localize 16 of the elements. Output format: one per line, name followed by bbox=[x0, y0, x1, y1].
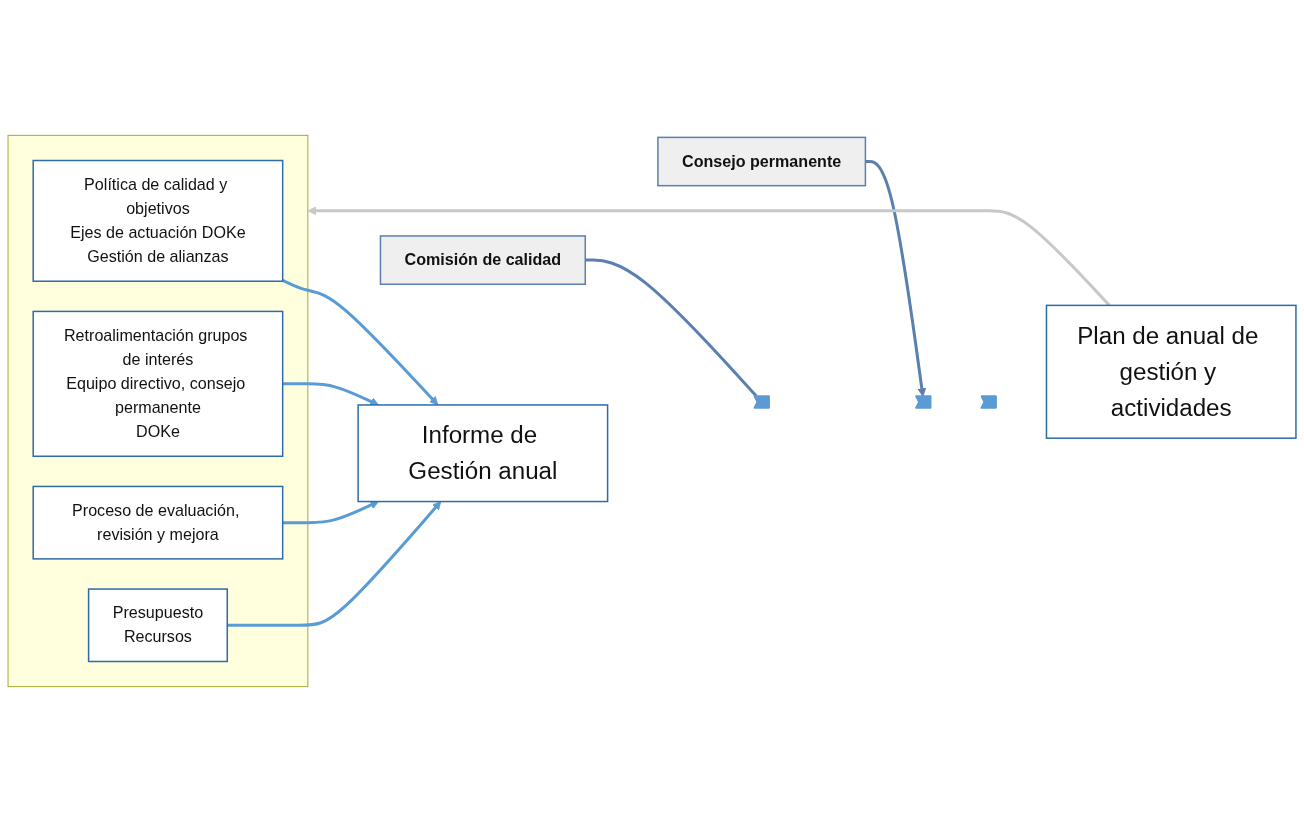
node-box: Retroalimentación grupos de interés Equipo directivo, consejo permanente DOKe bbox=[32, 310, 284, 458]
node-box: Presupuesto Recursos bbox=[87, 588, 229, 663]
node-box: Consejo permanente bbox=[657, 136, 867, 187]
node-box: Comisión de calidad bbox=[379, 235, 587, 285]
node-box: Informe de Gestión anual bbox=[357, 404, 609, 503]
arrow bbox=[865, 160, 927, 397]
cluster bbox=[7, 134, 309, 688]
connector bbox=[585, 258, 758, 398]
node-box: Plan de anual de gestión y actividades bbox=[1045, 304, 1297, 439]
node-box: Política de calidad y objetivos Ejes de actuación DOKe Gestión de alianzas bbox=[32, 159, 284, 282]
arrow bbox=[282, 382, 379, 406]
arrow bbox=[282, 278, 439, 406]
arrow bbox=[282, 500, 379, 525]
arrow bbox=[227, 501, 442, 627]
arrow bbox=[307, 206, 1111, 307]
node-box: Proceso de evaluación, revisión y mejora bbox=[32, 485, 284, 560]
